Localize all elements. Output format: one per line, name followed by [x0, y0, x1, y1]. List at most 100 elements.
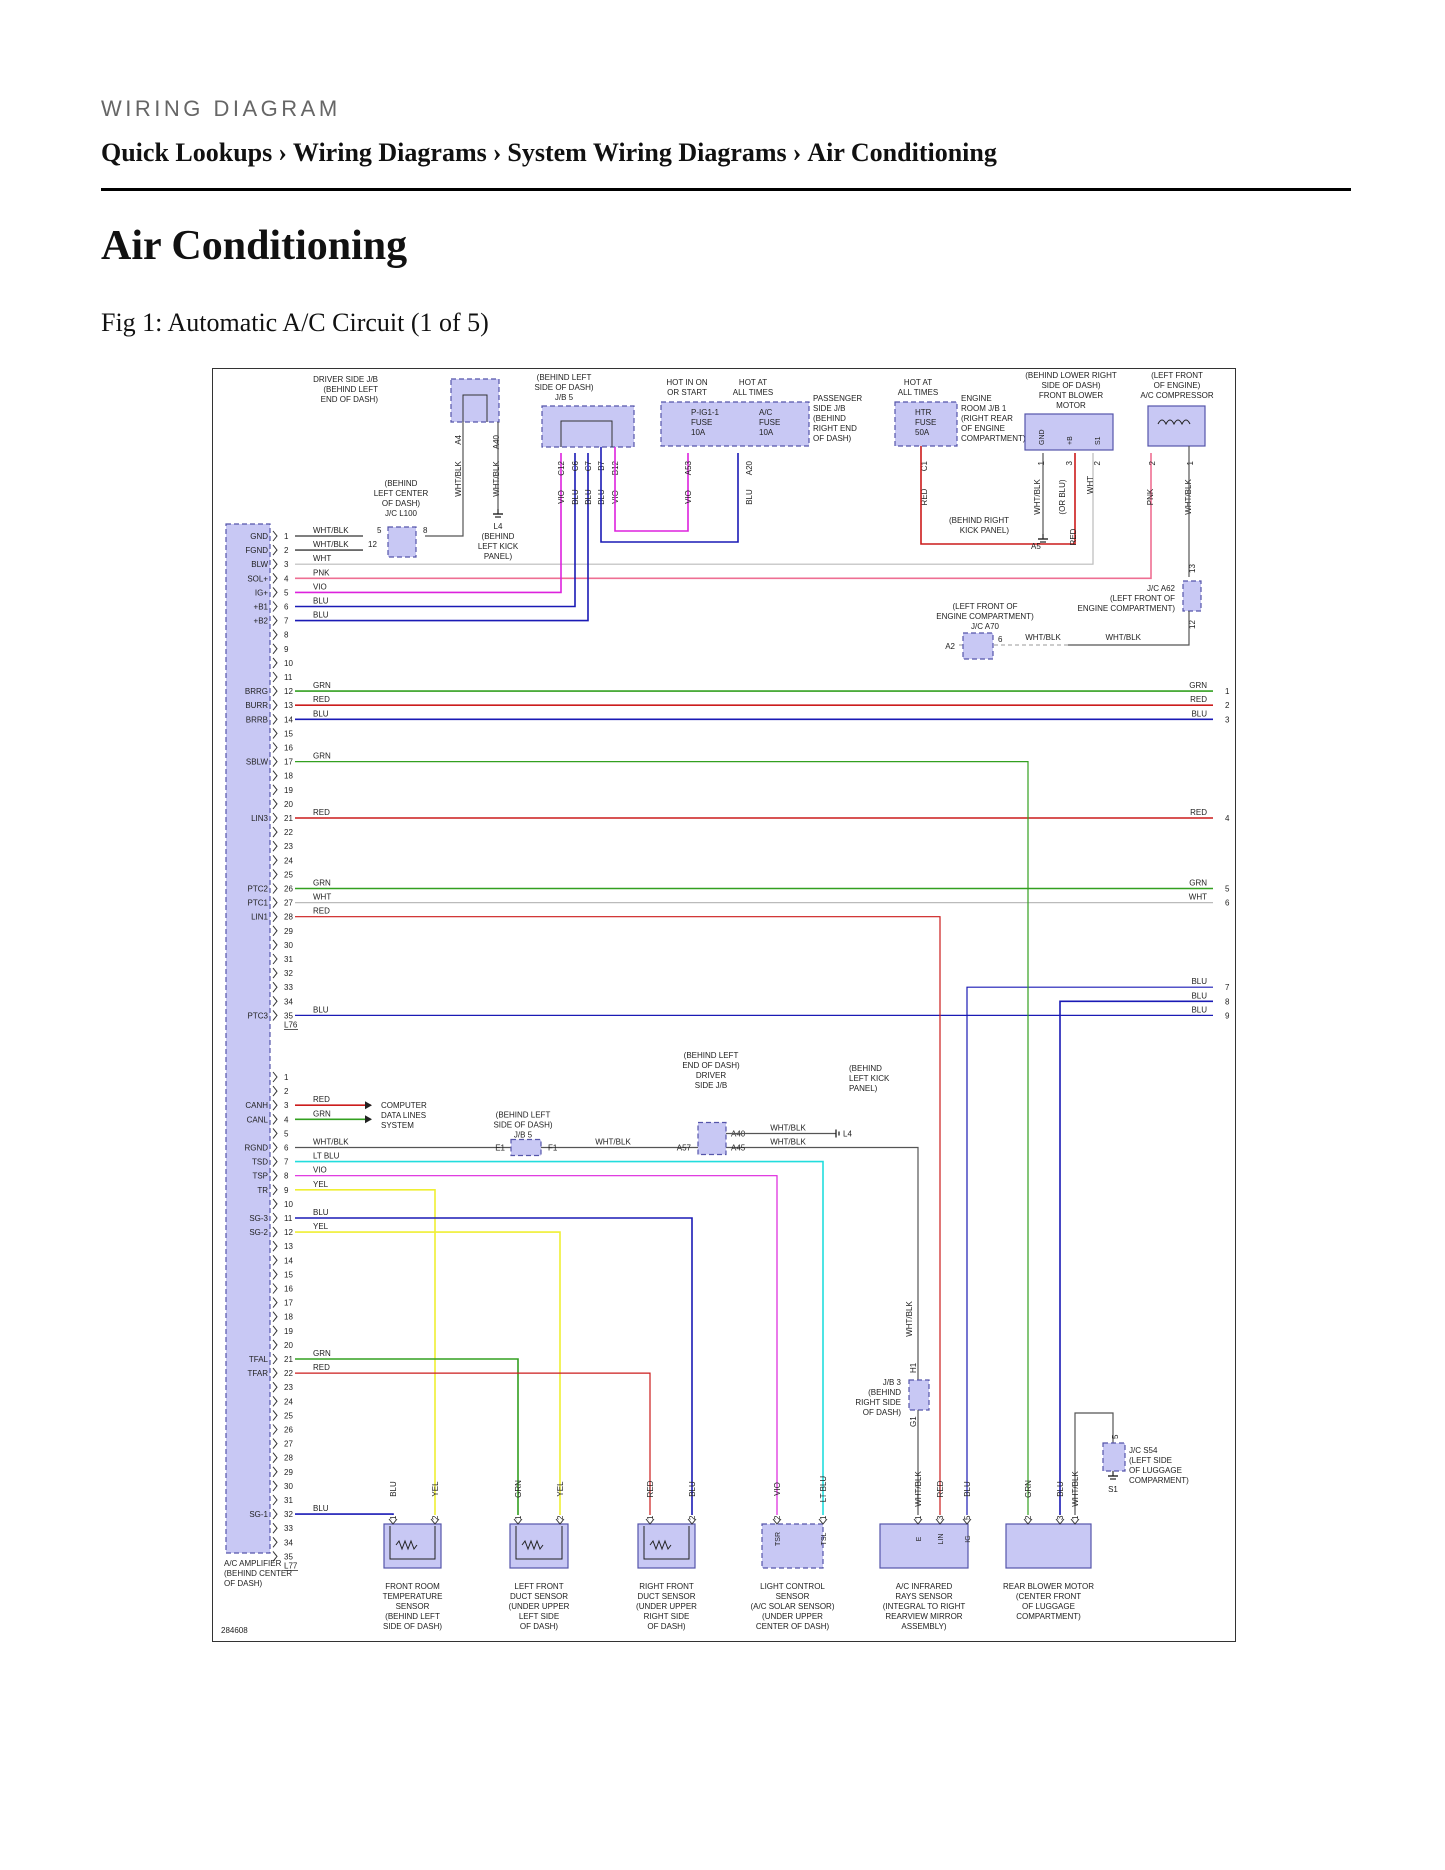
wire-lin1: [295, 916, 941, 1515]
amp-pin-a-number: 13: [284, 701, 293, 710]
pin-label: 5: [963, 1515, 972, 1520]
component-label: SENSOR: [776, 1592, 810, 1601]
wire-color-label: GRN: [313, 1349, 331, 1358]
amp-pin-b-tick: [272, 1128, 278, 1139]
amp-pin-b-number: 28: [284, 1454, 293, 1463]
amp-pin-b-signal: CANL: [247, 1115, 269, 1124]
hot-label: HOT IN ON: [666, 378, 707, 387]
amp-pin-a-tick: [272, 728, 278, 739]
pin-label: 1: [819, 1515, 828, 1520]
wire-color-label: WHT/BLK: [313, 1138, 349, 1147]
amp-pin-a-tick: [272, 671, 278, 683]
offpage-ref-number: 2: [1225, 701, 1230, 710]
amp-pin-a-tick: [272, 572, 278, 584]
component-label: (UNDER UPPER: [636, 1602, 697, 1611]
amp-pin-b-tick: [272, 1508, 278, 1520]
pin-label: 1: [1071, 1515, 1080, 1520]
pin-tick: [935, 1518, 945, 1525]
jb5-mid: [510, 1138, 542, 1157]
pin-label: 2: [688, 1515, 697, 1520]
amp-pin-b-number: 13: [284, 1242, 293, 1251]
component-label: LEFT FRONT: [514, 1582, 563, 1591]
amp-pin-a-number: 8: [284, 631, 289, 640]
breadcrumb-item[interactable]: Wiring Diagrams: [292, 138, 487, 167]
driver-side-jb: [450, 378, 500, 423]
amp-pin-a-tick: [272, 756, 278, 767]
amp-pin-b-tick: [272, 1452, 278, 1464]
wire-color-label: LT BLU: [313, 1152, 340, 1161]
breadcrumb-separator: ›: [278, 138, 287, 167]
amp-pin-a-number: 21: [284, 814, 293, 823]
connector-label: L77: [284, 1561, 298, 1570]
engine-jb-label: ENGINE: [961, 394, 992, 403]
pin-label: 1: [1186, 460, 1195, 465]
component-label: (INTEGRAL TO RIGHT: [883, 1602, 966, 1611]
amp-pin-a-number: 32: [284, 969, 293, 978]
wire-tfar: [295, 1372, 651, 1515]
wire-color-label: GRN: [313, 879, 331, 888]
jc-l100-label: LEFT CENTER: [374, 489, 429, 498]
wire-color-label: VIO: [313, 1166, 327, 1175]
amp-pin-b-number: 23: [284, 1383, 293, 1392]
pin-label: 3: [936, 1515, 945, 1520]
fuse-label: FUSE: [691, 418, 712, 427]
amp-pin-a-tick: [272, 713, 278, 725]
amp-pin-a-tick: [272, 826, 278, 838]
amp-pin-b-tick: [272, 1410, 278, 1421]
amp-pin-b-number: 7: [284, 1158, 289, 1167]
driver-jb-mid: [697, 1121, 727, 1156]
amp-pin-a-number: 15: [284, 729, 293, 738]
amp-pin-a-signal: +B1: [254, 603, 269, 612]
component-label: REAR BLOWER MOTOR: [1003, 1582, 1094, 1591]
pin-tick: [430, 1518, 440, 1525]
offpage-ref-wire: GRN: [1189, 681, 1207, 690]
bottom-component-5: [879, 1523, 969, 1569]
breadcrumb-item[interactable]: System Wiring Diagrams: [507, 138, 787, 167]
amp-pin-b-number: 29: [284, 1468, 293, 1477]
amp-pin-b-number: 5: [284, 1129, 289, 1138]
jc-s54-label: J/C S54: [1129, 1446, 1158, 1455]
pin-tick: [1023, 1518, 1033, 1525]
component-label: OF LUGGAGE: [1022, 1602, 1075, 1611]
front-blower-label: FRONT BLOWER: [1039, 391, 1104, 400]
amp-pin-b-number: 26: [284, 1426, 293, 1435]
ac-amplifier-label: OF DASH): [224, 1579, 263, 1588]
amp-pin-b-tick: [272, 1226, 278, 1238]
wire-ig: [295, 453, 562, 594]
wire-color-label: RED: [313, 695, 330, 704]
wire-sg3: [295, 1217, 693, 1515]
jb-link: [560, 420, 613, 447]
amp-pin-b-number: 16: [284, 1285, 293, 1294]
pin-label: 8: [423, 526, 428, 535]
figure-caption: Fig 1: Automatic A/C Circuit (1 of 5): [101, 308, 489, 337]
amp-pin-a-number: 27: [284, 899, 293, 908]
breadcrumb-item[interactable]: Quick Lookups: [101, 138, 273, 167]
pin-label: C7: [584, 460, 593, 471]
amp-pin-a-number: 33: [284, 983, 293, 992]
offpage-ref-number: 6: [1225, 899, 1230, 908]
pin-tick: [772, 1518, 782, 1525]
sensor-body: [515, 1526, 563, 1560]
wire-color-label: WHT/BLK: [313, 540, 349, 549]
amp-pin-a-number: 23: [284, 842, 293, 851]
breadcrumb: Quick Lookups›Wiring Diagrams›System Wir…: [101, 138, 1351, 168]
thermistor-symbol: [521, 1539, 544, 1551]
terminal-label: S1: [1095, 436, 1102, 445]
l4-label: (BEHIND: [482, 532, 515, 541]
jc-l100-label: OF DASH): [382, 499, 421, 508]
amp-pin-a-signal: LIN3: [251, 814, 268, 823]
amp-pin-a-number: 26: [284, 885, 293, 894]
jc-a62-label: (LEFT FRONT OF: [1110, 594, 1175, 603]
amp-pin-b-signal: TSD: [252, 1158, 268, 1167]
wire-color-label: RED: [936, 1480, 945, 1497]
amp-pin-b-number: 34: [284, 1538, 293, 1547]
amp-pin-a-number: 31: [284, 955, 293, 964]
amp-pin-a-number: 35: [284, 1011, 293, 1020]
amp-pin-b-tick: [272, 1142, 278, 1153]
wire-color-label: RED: [313, 1095, 330, 1104]
amp-pin-a-signal: BRRB: [246, 715, 268, 724]
fuse-label: 10A: [691, 428, 706, 437]
wire-color-label: WHT/BLK: [595, 1138, 631, 1147]
fuse-label: FUSE: [915, 418, 936, 427]
hot-label: HOT AT: [904, 378, 932, 387]
